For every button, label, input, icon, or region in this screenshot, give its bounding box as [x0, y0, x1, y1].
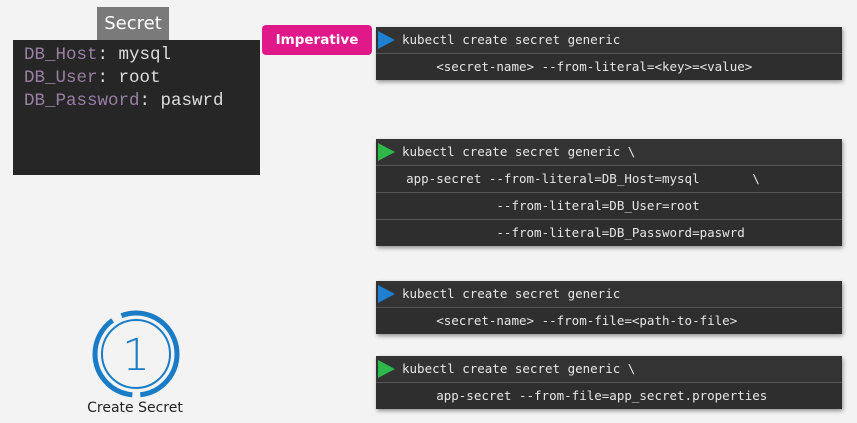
- command-line: <secret-name> --from-file=<path-to-file>: [376, 307, 842, 334]
- step-label: Create Secret: [87, 400, 183, 416]
- step-number: 1: [122, 330, 150, 381]
- value: mysql: [118, 45, 172, 65]
- value: paswrd: [160, 91, 224, 111]
- command-box: kubectl create secret generic \ app-secr…: [376, 139, 842, 246]
- command-line: app-secret --from-file=app_secret.proper…: [376, 382, 842, 409]
- key: DB_Password: [24, 91, 140, 111]
- play-arrow-icon: [378, 285, 395, 303]
- command-line: kubectl create secret generic: [376, 281, 842, 307]
- command-box: kubectl create secret generic <secret-na…: [376, 27, 842, 80]
- command-line: app-secret --from-literal=DB_Host=mysql …: [376, 165, 842, 192]
- secret-line: DB_Host: mysql: [24, 45, 172, 65]
- play-arrow-icon: [378, 143, 395, 161]
- secret-title: Secret: [97, 7, 169, 40]
- secret-line: DB_User: root: [24, 68, 161, 88]
- command-line: kubectl create secret generic \: [376, 356, 842, 382]
- step-ring-icon: 1: [92, 310, 180, 398]
- play-arrow-icon: [378, 360, 395, 378]
- command-line: --from-literal=DB_User=root: [376, 192, 842, 219]
- command-box: kubectl create secret generic <secret-na…: [376, 281, 842, 334]
- key: DB_User: [24, 68, 98, 88]
- imperative-badge: Imperative: [262, 25, 372, 55]
- command-box: kubectl create secret generic \ app-secr…: [376, 356, 842, 409]
- secret-definition: DB_Host: mysql DB_User: root DB_Password…: [13, 40, 260, 175]
- command-line: --from-literal=DB_Password=paswrd: [376, 219, 842, 246]
- play-arrow-icon: [378, 31, 395, 49]
- secret-line: DB_Password: paswrd: [24, 91, 224, 111]
- command-line: kubectl create secret generic \: [376, 139, 842, 165]
- command-line: kubectl create secret generic: [376, 27, 842, 53]
- key: DB_Host: [24, 45, 98, 65]
- command-line: <secret-name> --from-literal=<key>=<valu…: [376, 53, 842, 80]
- value: root: [118, 68, 161, 88]
